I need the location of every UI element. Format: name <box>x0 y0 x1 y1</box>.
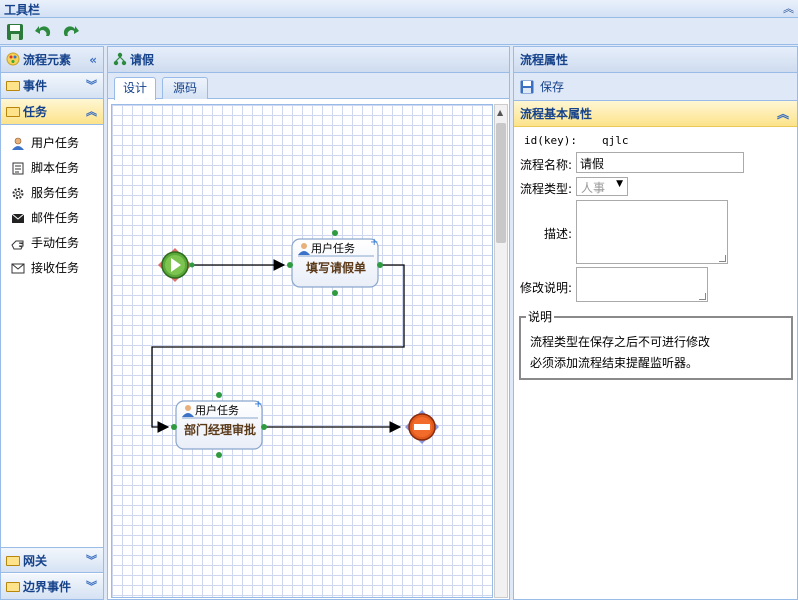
element-palette-title: 流程元素 <box>23 53 72 67</box>
sequence-flow[interactable] <box>151 264 405 433</box>
task-name-label: 部门经理审批 <box>184 422 256 437</box>
process-type-select[interactable]: 人事 ▼ <box>576 177 628 196</box>
task-type-label: 用户任务 <box>311 241 355 255</box>
id-value: qjlc <box>602 134 629 147</box>
user-icon <box>12 137 24 150</box>
design-canvas[interactable]: 用户任务 填写请假单 + 用户任务 部门经理审批 + <box>111 104 493 598</box>
folder-icon <box>6 81 20 91</box>
process-type-value: 人事 <box>581 181 606 195</box>
end-event[interactable] <box>405 410 439 444</box>
note-fieldset <box>519 316 793 380</box>
script-icon <box>12 162 24 175</box>
section-tasks-label: 任务 <box>23 105 48 119</box>
tab-source[interactable]: 源码 <box>162 77 208 99</box>
description-label: 描述: <box>543 227 572 241</box>
element-palette-panel: 流程元素 « 事件 ︾ 任务 ︽ 用户任务 脚本任务 服务任务 邮件任务 手动任 <box>0 46 104 600</box>
palette-icon <box>6 52 20 66</box>
resize-grip-icon[interactable] <box>699 293 706 300</box>
collapse-up-icon[interactable]: ︽ <box>776 107 789 121</box>
start-event[interactable] <box>158 248 195 282</box>
app-title: 工具栏 <box>4 3 41 17</box>
envelope-icon <box>11 263 25 274</box>
element-palette-header: 流程元素 « <box>1 47 103 73</box>
palette-item-label: 脚本任务 <box>31 161 80 175</box>
section-boundary-events[interactable]: 边界事件 ︾ <box>1 574 103 600</box>
note-line: 流程类型在保存之后不可进行修改 <box>530 335 711 349</box>
properties-panel: 流程属性 保存 流程基本属性 ︽ id(key): qjlc 流程名称: 请假 … <box>513 46 798 600</box>
user-task-node[interactable]: 用户任务 部门经理审批 + <box>171 392 267 458</box>
palette-item-label: 用户任务 <box>31 136 80 150</box>
section-events[interactable]: 事件 ︾ <box>1 73 103 99</box>
section-events-label: 事件 <box>23 79 48 93</box>
description-textarea[interactable] <box>576 200 728 264</box>
user-task-node[interactable]: 用户任务 填写请假单 + <box>287 230 383 296</box>
palette-item-label: 服务任务 <box>31 186 80 200</box>
collapse-up-icon[interactable]: ︽ <box>783 2 794 15</box>
designer-panel: 请假 设计 源码 <box>107 46 510 600</box>
change-note-label: 修改说明: <box>519 281 572 295</box>
toolbar <box>0 19 798 45</box>
palette-item-script-task[interactable]: 脚本任务 <box>1 156 103 181</box>
floppy-icon <box>520 80 534 94</box>
resize-grip-icon[interactable] <box>719 255 726 262</box>
redo-icon[interactable] <box>62 23 80 41</box>
section-gateways-label: 网关 <box>23 554 48 568</box>
dropdown-arrow-icon: ▼ <box>616 179 623 189</box>
save-button-label: 保存 <box>540 80 565 94</box>
process-name-label: 流程名称: <box>519 158 572 172</box>
collapse-left-icon[interactable]: « <box>89 53 97 67</box>
basic-properties-header: 流程基本属性 ︽ <box>514 101 797 127</box>
hand-icon <box>11 240 24 250</box>
process-diagram[interactable]: 用户任务 填写请假单 + 用户任务 部门经理审批 + <box>112 105 493 598</box>
top-titlebar: 工具栏 ︽ <box>0 0 798 18</box>
process-name-input[interactable]: 请假 <box>576 152 744 173</box>
folder-icon <box>6 556 20 566</box>
folder-icon <box>6 582 20 592</box>
palette-item-label: 手动任务 <box>31 236 80 250</box>
basic-properties-title: 流程基本属性 <box>520 107 593 121</box>
section-boundary-events-label: 边界事件 <box>23 580 72 594</box>
mail-icon <box>11 213 25 223</box>
tab-design[interactable]: 设计 <box>114 77 156 100</box>
designer-tabs: 设计 源码 <box>108 73 509 100</box>
gear-icon <box>12 188 24 199</box>
save-button[interactable]: 保存 <box>520 78 564 96</box>
task-item-list: 用户任务 脚本任务 服务任务 邮件任务 手动任务 接收任务 <box>1 125 103 281</box>
collapse-up-icon[interactable]: ︽ <box>86 105 97 118</box>
designer-title: 请假 <box>130 53 155 67</box>
palette-item-service-task[interactable]: 服务任务 <box>1 181 103 206</box>
palette-item-manual-task[interactable]: 手动任务 <box>1 231 103 256</box>
properties-title: 流程属性 <box>520 53 569 67</box>
palette-item-receive-task[interactable]: 接收任务 <box>1 256 103 281</box>
canvas-scrollbar[interactable]: ▲ <box>494 104 508 598</box>
properties-toolbar: 保存 <box>514 73 797 101</box>
process-type-label: 流程类型: <box>519 182 572 196</box>
scroll-thumb[interactable] <box>496 123 506 243</box>
designer-header: 请假 <box>108 47 509 73</box>
change-note-textarea[interactable] <box>576 267 708 302</box>
section-gateways[interactable]: 网关 ︾ <box>1 547 103 573</box>
expand-down-icon[interactable]: ︾ <box>86 580 97 593</box>
expand-down-icon[interactable]: ︾ <box>86 79 97 92</box>
save-icon[interactable] <box>6 23 24 41</box>
note-line: 必须添加流程结束提醒监听器。 <box>530 356 699 370</box>
id-label: id(key): <box>524 134 577 147</box>
plus-icon[interactable]: + <box>254 399 262 410</box>
palette-item-label: 邮件任务 <box>31 211 80 225</box>
undo-icon[interactable] <box>34 23 52 41</box>
task-type-label: 用户任务 <box>195 403 239 417</box>
note-legend: 说明 <box>526 308 555 325</box>
properties-header: 流程属性 <box>514 47 797 73</box>
folder-open-icon <box>6 107 20 117</box>
palette-item-user-task[interactable]: 用户任务 <box>1 131 103 156</box>
process-tree-icon <box>113 52 127 66</box>
expand-down-icon[interactable]: ︾ <box>86 554 97 567</box>
palette-item-label: 接收任务 <box>31 261 80 275</box>
section-tasks[interactable]: 任务 ︽ <box>1 99 103 125</box>
scroll-up-icon[interactable]: ▲ <box>497 108 504 117</box>
task-name-label: 填写请假单 <box>306 260 366 275</box>
palette-item-mail-task[interactable]: 邮件任务 <box>1 206 103 231</box>
plus-icon[interactable]: + <box>370 237 378 248</box>
